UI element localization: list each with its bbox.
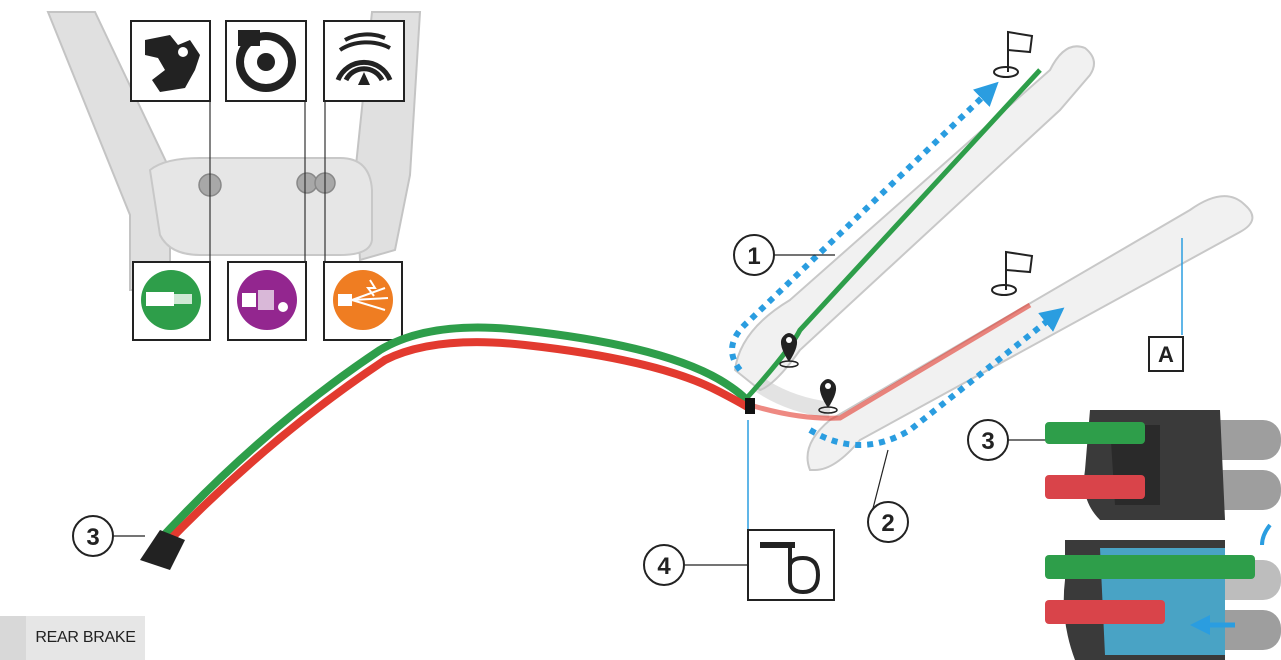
brake-rotor-icon <box>225 20 307 102</box>
callout-3-right: 3 <box>967 419 1009 461</box>
flag-icon-upper <box>993 30 1034 78</box>
callout-2: 2 <box>867 501 909 543</box>
port-leader-lines <box>209 101 326 262</box>
label-box-a: A <box>1148 336 1184 372</box>
svg-text:A: A <box>1158 342 1174 367</box>
cable-guide-detail-bottom <box>1045 523 1281 660</box>
speed-sensor-icon <box>323 20 405 102</box>
cable-tie-icon <box>747 529 835 601</box>
blue-leader-lines <box>747 238 1183 530</box>
shift-cable-icon <box>132 261 211 341</box>
footer-tab: REAR BRAKE <box>0 616 145 660</box>
green-cable <box>152 323 754 548</box>
footer-tab-stripe <box>0 616 26 660</box>
svg-text:3: 3 <box>86 524 99 551</box>
callout-4: 4 <box>643 544 685 586</box>
svg-text:1: 1 <box>747 243 760 270</box>
cable-tie-clamp <box>745 398 755 414</box>
route-arrow-2 <box>808 307 1065 448</box>
location-pin-icon <box>779 333 799 368</box>
svg-text:3: 3 <box>981 428 994 455</box>
red-cable-lower <box>749 302 1032 421</box>
flag-icon-lower <box>991 250 1034 296</box>
route-arrow-1 <box>729 81 999 372</box>
svg-text:2: 2 <box>881 510 894 537</box>
rear-derailleur-icon <box>130 20 211 102</box>
footer-label: REAR BRAKE <box>26 616 145 660</box>
location-pin-icon <box>818 379 838 414</box>
callout-3-left: 3 <box>72 515 114 557</box>
cable-connector <box>140 530 185 570</box>
svg-text:4: 4 <box>657 553 671 580</box>
cable-guide-detail-top <box>1045 410 1281 520</box>
callout-1: 1 <box>733 234 775 276</box>
red-cable <box>157 338 755 553</box>
green-cable-upper <box>743 68 1042 402</box>
electric-wire-icon <box>323 261 403 341</box>
hydraulic-hose-icon <box>227 261 307 341</box>
port-hole-2 <box>296 172 318 194</box>
